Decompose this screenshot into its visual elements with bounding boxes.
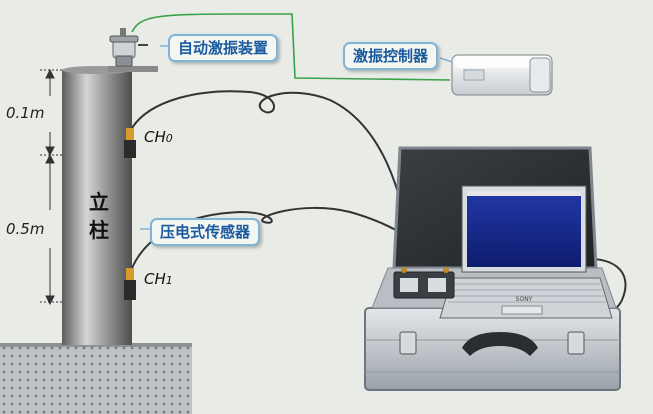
amplifier-module [393, 267, 455, 299]
controller-box-icon [451, 54, 553, 96]
dimension-lower: 0.5m [6, 220, 45, 238]
sensor-ch1 [124, 268, 136, 300]
sensor-ch0 [124, 128, 136, 158]
pillar [62, 66, 158, 345]
sensor-label: 压电式传感器 [150, 218, 261, 246]
exciter-device-icon [109, 28, 148, 67]
laptop-icon [439, 185, 613, 319]
dimension-lines [40, 68, 62, 306]
dimension-upper: 0.1m [6, 104, 45, 122]
channel-0-label: CH0 [144, 128, 173, 146]
ground [0, 343, 192, 414]
laptop-brand: SONY [515, 296, 533, 303]
channel-1-label: CH1 [144, 270, 173, 288]
pillar-label-bottom: 柱 [89, 218, 109, 242]
sensor-cable-ch0 [131, 90, 411, 263]
trigger-wire [131, 13, 451, 81]
exciter-label: 自动激振装置 [168, 34, 279, 62]
pillar-label-top: 立 [89, 190, 109, 214]
controller-label: 激振控制器 [343, 42, 439, 70]
callout-pointers [140, 45, 453, 230]
